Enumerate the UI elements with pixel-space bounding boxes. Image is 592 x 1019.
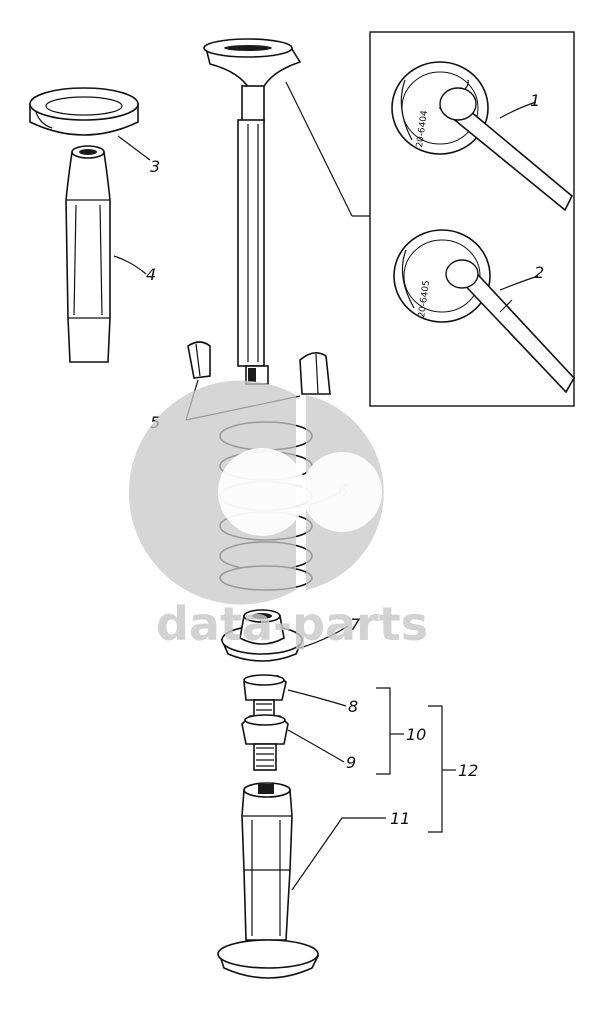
valve-seat-ring: 3 xyxy=(29,87,160,176)
watermark-text: data-parts xyxy=(156,597,428,651)
callout-11: 11 xyxy=(390,809,410,828)
detail-valve-2: 20-6405 xyxy=(393,229,575,394)
callout-4: 4 xyxy=(146,265,156,284)
valve-guide: 4 xyxy=(65,145,156,363)
callout-10: 10 xyxy=(406,725,426,744)
callout-12: 12 xyxy=(458,761,478,780)
valve-main xyxy=(203,38,302,385)
group-brackets: 10 12 xyxy=(376,687,478,833)
spring-retainer: 7 xyxy=(220,609,361,662)
detail-inset: 20-6404 20-6405 1 2 xyxy=(285,31,575,407)
callout-7: 7 xyxy=(350,615,361,634)
detail-valve-1: 20-6404 xyxy=(391,61,573,212)
watermark-logo: data-parts xyxy=(128,380,428,651)
tappet: 11 xyxy=(217,782,410,979)
callout-8: 8 xyxy=(348,697,358,716)
callout-9: 9 xyxy=(346,753,356,772)
callout-1: 1 xyxy=(530,91,540,110)
callout-2: 2 xyxy=(534,263,544,282)
lock-nut: 9 xyxy=(241,714,356,772)
callout-3: 3 xyxy=(150,157,160,176)
